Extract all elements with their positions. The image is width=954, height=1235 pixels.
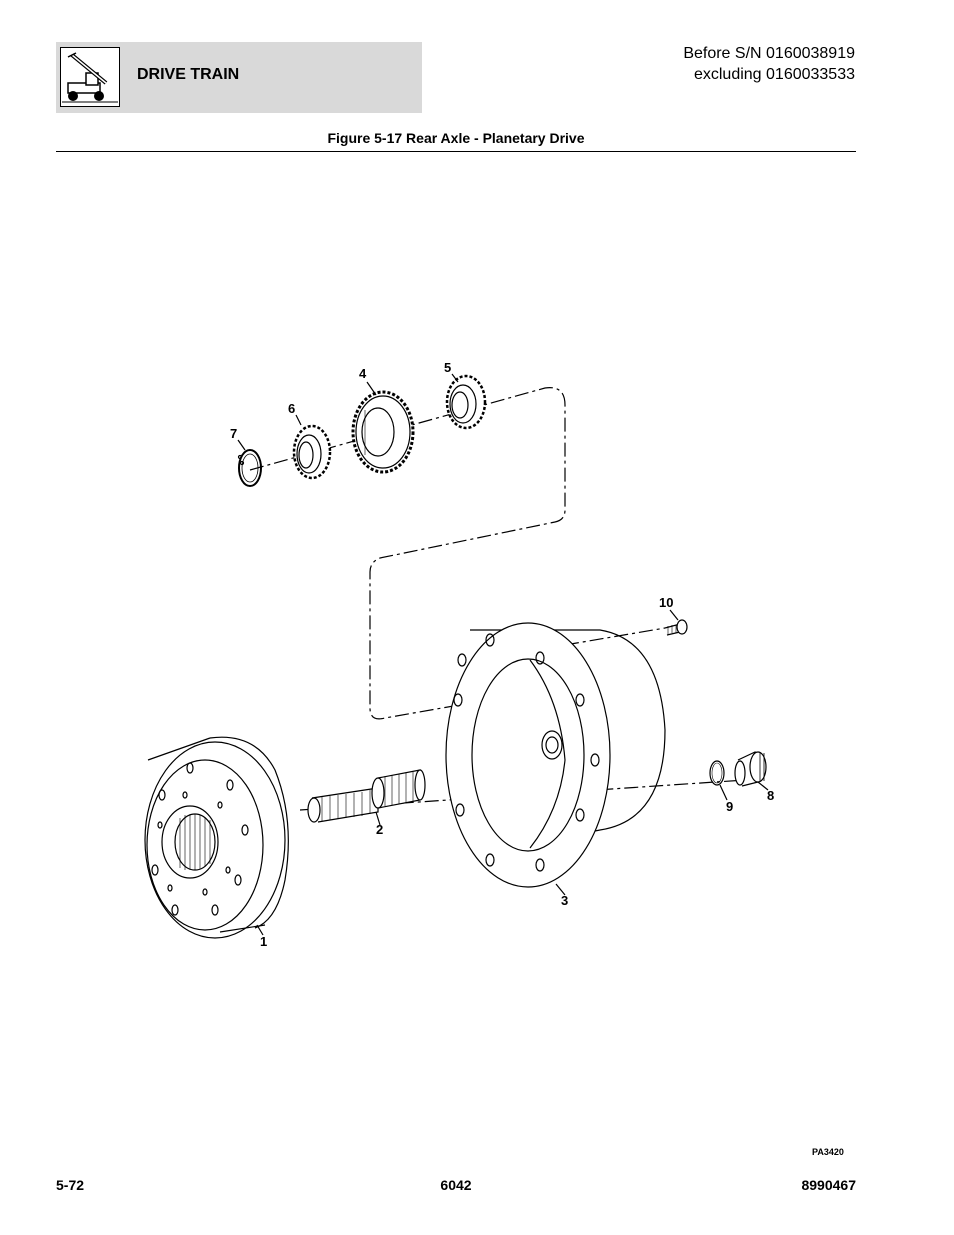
callout-2: 2 xyxy=(376,822,383,837)
callout-9: 9 xyxy=(726,799,733,814)
serial-applicability: Before S/N 0160038919 excluding 01600335… xyxy=(683,43,855,85)
callout-7: 7 xyxy=(230,426,237,441)
art-number: PA3420 xyxy=(812,1147,844,1157)
figure-title: Figure 5-17 Rear Axle - Planetary Drive xyxy=(327,130,585,146)
hub-part-1 xyxy=(144,736,289,939)
callout-1: 1 xyxy=(260,934,267,949)
shaft-part-2 xyxy=(307,769,426,823)
snap-ring-part-7 xyxy=(237,449,262,487)
assembly-centerline xyxy=(249,387,591,720)
callout-3: 3 xyxy=(561,893,568,908)
plug-part-8 xyxy=(734,751,767,787)
bearing-part-5 xyxy=(445,374,487,430)
callout-4: 4 xyxy=(359,366,367,381)
bolt-part-10 xyxy=(664,619,688,636)
housing-part-3 xyxy=(445,622,666,888)
callout-10: 10 xyxy=(659,595,673,610)
gear-part-4 xyxy=(351,390,415,474)
manual-number: 8990467 xyxy=(801,1177,856,1193)
model-number: 6042 xyxy=(440,1177,472,1193)
callout-8: 8 xyxy=(767,788,774,803)
serial-line-2: excluding 0160033533 xyxy=(693,66,855,83)
header-rule xyxy=(56,151,856,152)
serial-line-1: Before S/N 0160038919 xyxy=(683,45,855,62)
telehandler-icon xyxy=(60,47,120,107)
axis-line-bolt xyxy=(564,627,666,646)
page-number: 5-72 xyxy=(56,1177,85,1193)
o-ring-part-9 xyxy=(709,760,725,786)
bearing-part-6 xyxy=(292,424,332,480)
callout-6: 6 xyxy=(288,401,295,416)
callout-5: 5 xyxy=(444,360,451,375)
section-title: DRIVE TRAIN xyxy=(137,66,240,83)
